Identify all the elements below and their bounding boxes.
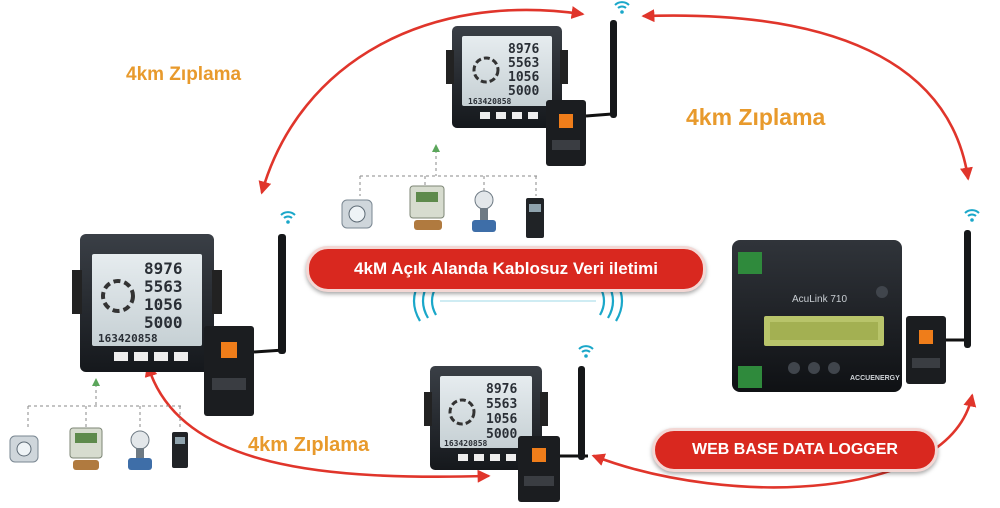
wifi-icon [579,346,593,358]
lcd-line: 5000 [486,427,517,442]
water-meter-icon [342,200,372,228]
energy-meter-icon [172,432,188,468]
water-meter-icon [10,436,38,462]
lcd-line: 5000 [508,84,539,99]
power-meter-left: 8976 5563 1056 5000 163420858 [72,234,222,372]
lcd-line: 5563 [508,56,539,71]
flow-meter-icon [128,431,152,470]
submeter-group-left [10,378,188,470]
lcd-line: 8976 [486,382,517,397]
lcd-line: 8976 [508,42,539,57]
lcd-line: 163420858 [444,439,488,448]
wireless-module-top [546,100,612,166]
antenna-top [610,20,617,118]
gas-meter-icon [410,186,444,230]
wireless-module-logger [906,316,966,384]
hop-label-bottom: 4km Zıplama [248,434,369,457]
antenna-logger [964,230,971,348]
lcd-line: 5000 [144,313,183,332]
data-logger-device: AcuLink 710 ACCUENERGY [732,240,902,392]
wireless-module-left [204,326,284,416]
arrow-top-right [644,16,968,178]
logger-brand: ACCUENERGY [850,375,900,382]
lcd-line: 8976 [144,259,183,278]
lcd-line: 5563 [144,277,183,296]
gas-meter-icon [70,428,102,470]
lcd-line: 1056 [486,412,517,427]
wifi-icon [615,2,629,14]
flow-meter-icon [472,191,496,232]
wireless-transmission-banner: 4kM Açık Alanda Kablosuz Veri iletimi [306,246,706,292]
antenna-left [278,234,286,354]
antenna-bottom [578,366,585,460]
logger-model: AcuLink 710 [792,294,847,305]
energy-meter-icon [526,198,544,238]
data-logger-banner: WEB BASE DATA LOGGER [652,428,938,472]
hop-label-top-left: 4km Zıplama [126,64,241,86]
submeter-group-center [342,144,544,238]
lcd-line: 1056 [144,295,183,314]
wifi-icon [965,210,979,222]
wireless-module-bottom [518,436,588,502]
wifi-icon [281,212,295,224]
lcd-line: 163420858 [98,332,158,345]
lcd-line: 163420858 [468,97,512,106]
lcd-line: 1056 [508,70,539,85]
lcd-line: 5563 [486,397,517,412]
hop-label-right: 4km Zıplama [686,104,825,131]
